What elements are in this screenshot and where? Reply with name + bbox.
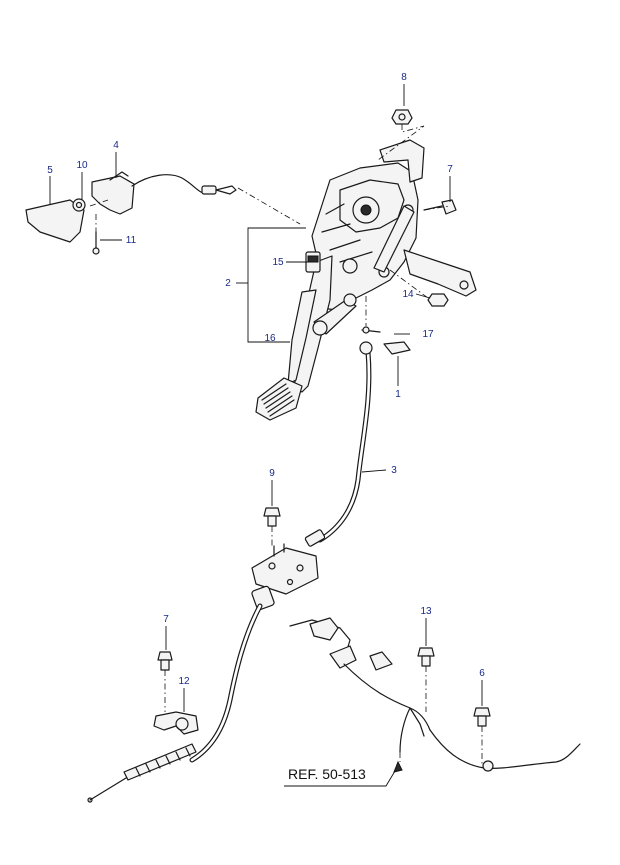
callout-labels: 8 4 5 10 11 7 2 15 16 14 17 1 3 9 7 12 1… xyxy=(47,72,485,782)
equalizer-plate xyxy=(251,543,319,595)
front-cable xyxy=(304,341,373,547)
callout-4: 4 xyxy=(113,140,119,151)
callout-3: 3 xyxy=(391,465,397,476)
callout-6: 6 xyxy=(479,668,485,679)
rear-cable-left xyxy=(87,585,275,803)
callout-13: 13 xyxy=(420,606,432,617)
callout-8: 8 xyxy=(401,72,407,83)
rear-cable-right xyxy=(289,617,581,772)
callout-14: 14 xyxy=(402,289,414,300)
callout-11: 11 xyxy=(126,235,137,246)
callout-10: 10 xyxy=(76,160,88,171)
brake-switch xyxy=(305,251,321,273)
cable-clip xyxy=(361,326,411,355)
callout-1: 1 xyxy=(395,389,401,400)
bolt-7-lower xyxy=(157,651,173,671)
callout-7-lower: 7 xyxy=(163,614,169,625)
nut-14 xyxy=(427,293,449,307)
bolt-8 xyxy=(391,109,413,125)
assembly-lines xyxy=(89,124,483,764)
pedal-pad xyxy=(255,377,303,421)
callout-17: 17 xyxy=(422,329,434,340)
callout-5: 5 xyxy=(47,165,53,176)
reference-label: REF. 50-513 xyxy=(288,766,366,782)
callout-9: 9 xyxy=(269,468,275,479)
bolt-13 xyxy=(417,647,435,667)
pedal-arm xyxy=(287,255,357,393)
callout-16: 16 xyxy=(264,333,276,344)
callout-7-upper: 7 xyxy=(447,164,453,175)
callout-15: 15 xyxy=(272,257,284,268)
bolt-9 xyxy=(263,507,281,527)
pedal-bracket-assembly xyxy=(311,139,477,311)
callout-12: 12 xyxy=(178,676,190,687)
bolt-7-upper xyxy=(423,199,457,215)
leader-lines xyxy=(49,84,483,787)
bolt-6 xyxy=(473,707,491,727)
release-handle-assembly xyxy=(25,171,237,255)
callout-2: 2 xyxy=(225,278,231,289)
